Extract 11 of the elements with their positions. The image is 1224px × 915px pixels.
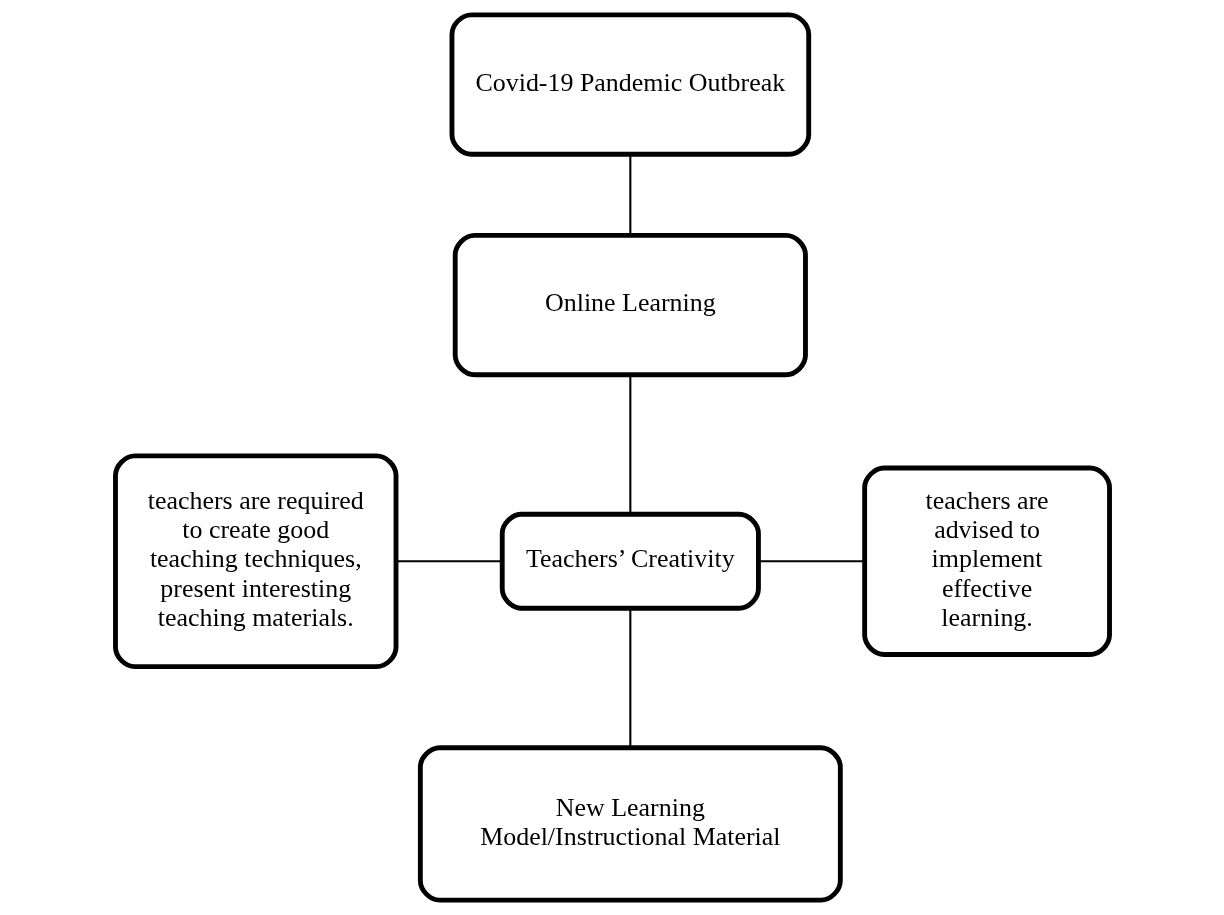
- connector: [628, 608, 631, 748]
- node-box: New Learning Model/Instructional Material: [417, 745, 843, 903]
- node-box: Covid-19 Pandemic Outbreak: [449, 12, 811, 157]
- connector: [628, 154, 631, 235]
- node-box: Online Learning: [452, 232, 808, 378]
- node-box: teachers are required to create good teaching techniques, present interesting teaching materials.: [112, 453, 398, 670]
- connector: [395, 560, 502, 563]
- connector: [758, 560, 864, 563]
- connector: [628, 375, 631, 514]
- node-box: Teachers’ Creativity: [499, 511, 761, 611]
- node-box: teachers are advised to implement effective learning.: [861, 465, 1112, 657]
